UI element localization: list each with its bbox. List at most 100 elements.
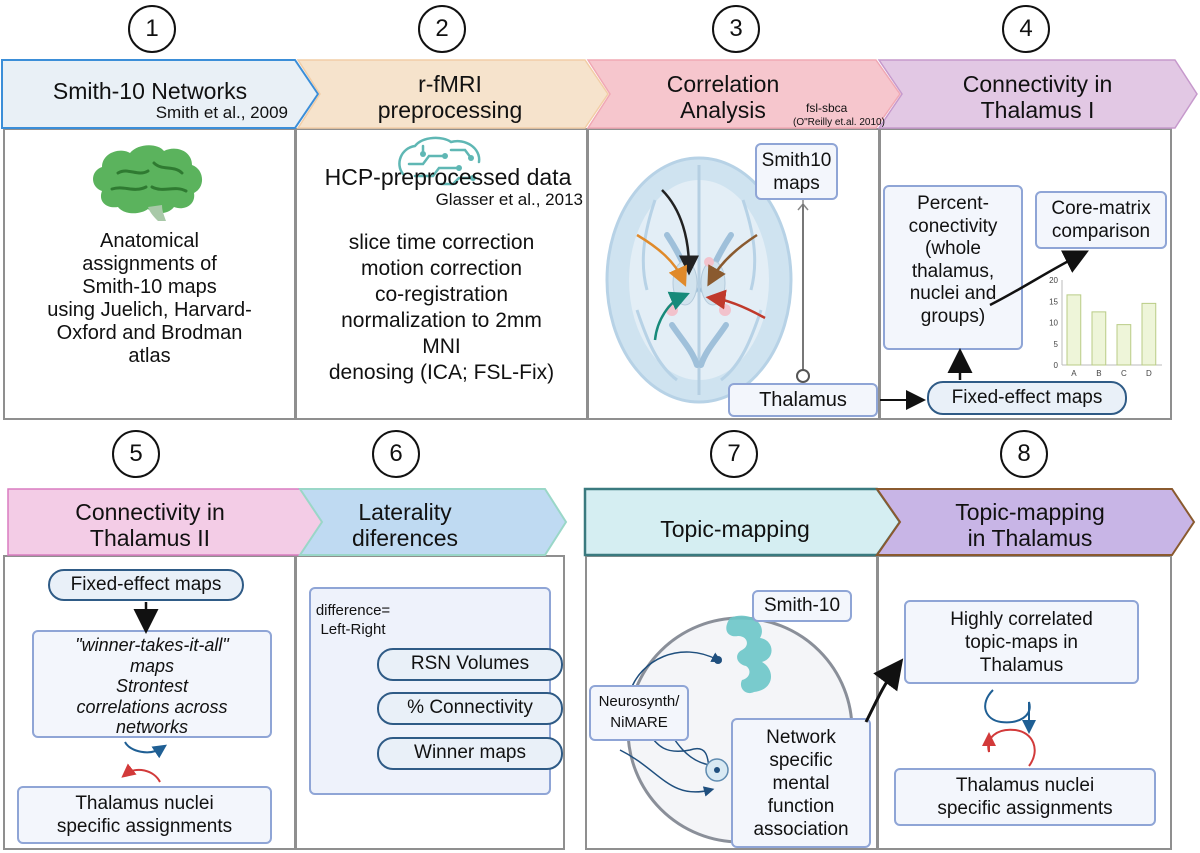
panel-1-citation: Smith et al., 2009 bbox=[155, 103, 288, 122]
panel-2-title: r-fMRI preprocessing bbox=[320, 71, 580, 123]
network-line-1: Network bbox=[766, 727, 836, 748]
nuclei8-line-2: specific assignments bbox=[937, 798, 1113, 819]
core-matrix-line-2: comparison bbox=[1051, 221, 1151, 242]
difference-line-2: Left-Right bbox=[320, 621, 386, 638]
winner-maps-pill: Winner maps bbox=[377, 737, 563, 770]
smith10-maps-line-1: Smith10 bbox=[761, 150, 832, 171]
cycle-arrow-red bbox=[121, 763, 161, 783]
panel-3-title-line-1: Correlation bbox=[666, 71, 780, 97]
panel-6-title: Laterality diferences bbox=[330, 499, 480, 551]
panel-1-description: Anatomical assignments of Smith-10 maps … bbox=[8, 230, 291, 368]
panel-6-title-line-2: diferences bbox=[351, 525, 459, 551]
panel-4-title-line-2: Thalamus I bbox=[980, 97, 1095, 123]
panel-4-title-line-1: Connectivity in bbox=[962, 71, 1113, 97]
panel-2-steps: slice time correction motion correction … bbox=[300, 230, 583, 386]
panel-2-citation: Glasser et al., 2013 bbox=[435, 190, 583, 209]
thalamus-box: Thalamus bbox=[728, 383, 878, 417]
winner-line-4: correlations across bbox=[76, 696, 228, 717]
nuclei8-line-1: Thalamus nuclei bbox=[955, 775, 1095, 796]
difference-line-1: difference= bbox=[315, 602, 391, 619]
panel-4-title: Connectivity in Thalamus I bbox=[915, 71, 1160, 123]
panel-5-title-line-1: Connectivity in bbox=[75, 499, 225, 525]
mini-x-tick: A bbox=[1071, 369, 1077, 378]
mini-y-tick: 15 bbox=[1049, 297, 1058, 306]
corr-line-2: topic-maps in bbox=[965, 632, 1078, 653]
smith10-maps-line-2: maps bbox=[773, 173, 820, 194]
mini-y-tick: 0 bbox=[1054, 361, 1059, 370]
chevron-8 bbox=[875, 488, 1196, 556]
neurosynth-box: Neurosynth/ NiMARE bbox=[589, 685, 689, 741]
winner-takes-all-box: "winner-takes-it-all" maps Strontest cor… bbox=[32, 630, 272, 738]
winner-line-5: networks bbox=[115, 717, 189, 737]
thalamus-nuclei-box-5: Thalamus nuclei specific assignments bbox=[17, 786, 272, 844]
panel-7-title: Topic-mapping bbox=[660, 516, 810, 542]
mini-y-tick: 20 bbox=[1049, 276, 1058, 285]
neurosynth-line-1: Neurosynth/ bbox=[598, 693, 680, 710]
brain-axial-slice bbox=[605, 156, 793, 404]
panel-1-line-3: Smith-10 maps bbox=[82, 276, 217, 298]
winner-line-2: maps bbox=[129, 655, 174, 676]
step-number-3: 3 bbox=[712, 5, 760, 53]
panel-2-title-line-1: r-fMRI bbox=[418, 71, 482, 97]
mini-x-tick: D bbox=[1146, 369, 1152, 378]
mini-y-tick: 10 bbox=[1049, 319, 1058, 328]
panel-2-step-6: denosing (ICA; FSL-Fix) bbox=[328, 361, 555, 384]
chevron-2 bbox=[296, 59, 609, 129]
percent-line-6: groups) bbox=[920, 305, 986, 327]
panel-3-title: Correlation Analysis bbox=[648, 71, 798, 123]
panel-8-cycle-arrows bbox=[982, 689, 1036, 767]
percent-line-4: thalamus, bbox=[911, 260, 995, 282]
chevron-1 bbox=[1, 59, 320, 129]
neurosynth-line-2: NiMARE bbox=[610, 714, 668, 731]
percent-connectivity-pill: % Connectivity bbox=[377, 692, 563, 725]
nuclei5-line-2: specific assignments bbox=[56, 816, 233, 837]
corr-line-3: Thalamus bbox=[979, 655, 1064, 676]
smith-10-box: Smith-10 bbox=[752, 590, 852, 622]
smith10-maps-box: Smith10 maps bbox=[755, 143, 838, 200]
network-specific-box: Network specific mental function associa… bbox=[731, 718, 871, 848]
panel-1-title: Smith-10 Networks bbox=[52, 78, 248, 104]
panel-2-data-title: HCP-preprocessed data bbox=[324, 164, 572, 190]
smith10-thalamus-connector bbox=[796, 194, 810, 383]
panel-3-title-line-2: Analysis bbox=[680, 97, 766, 123]
percent-to-core-arrow bbox=[989, 250, 1089, 307]
network-line-3: mental bbox=[772, 773, 830, 794]
panel-5-title: Connectivity in Thalamus II bbox=[20, 499, 280, 551]
mini-bar-D bbox=[1141, 302, 1157, 366]
chevron-3 bbox=[586, 59, 901, 129]
percent-connectivity-box: Percent- conectivity (whole thalamus, nu… bbox=[883, 185, 1023, 350]
cycle-arrow-blue bbox=[124, 741, 167, 759]
nuclei5-line-1: Thalamus nuclei bbox=[75, 793, 214, 814]
step-number-7: 7 bbox=[710, 430, 758, 478]
percent-line-1: Percent- bbox=[917, 193, 989, 214]
thalamus-nuclei-box-8: Thalamus nuclei specific assignments bbox=[894, 768, 1156, 826]
panel-1-line-6: atlas bbox=[128, 345, 171, 367]
panel-8-title-line-2: in Thalamus bbox=[967, 525, 1093, 551]
panel-1-line-2: assignments of bbox=[82, 253, 217, 275]
panel-3-tool-citation: (O"Reilly et.al. 2010) bbox=[793, 117, 885, 128]
core-matrix-box: Core-matrix comparison bbox=[1035, 191, 1167, 249]
difference-label: difference= Left-Right bbox=[313, 601, 393, 639]
mini-x-tick: B bbox=[1096, 369, 1101, 378]
panel-3-tool: fsl-sbca bbox=[806, 101, 848, 115]
rsn-volumes-pill: RSN Volumes bbox=[377, 648, 563, 681]
panel-8-title-line-1: Topic-mapping bbox=[955, 499, 1105, 525]
fixed-effect-maps-pill: Fixed-effect maps bbox=[48, 569, 244, 601]
percent-line-2: conectivity bbox=[908, 215, 998, 237]
panel-2-step-3: co-registration bbox=[374, 283, 509, 306]
step-number-8: 8 bbox=[1000, 430, 1048, 478]
panel-1-line-1: Anatomical bbox=[100, 230, 199, 252]
chevron-6 bbox=[298, 488, 568, 556]
mini-bar-C bbox=[1116, 324, 1132, 366]
panel-6-title-line-1: Laterality bbox=[358, 499, 452, 525]
step-number-6: 6 bbox=[372, 430, 420, 478]
corr-line-1: Highly correlated bbox=[950, 609, 1093, 630]
panel-8-title: Topic-mapping in Thalamus bbox=[910, 499, 1150, 551]
network-line-4: function bbox=[767, 796, 835, 817]
step-number-2: 2 bbox=[418, 5, 466, 53]
brain-icon bbox=[93, 145, 203, 221]
